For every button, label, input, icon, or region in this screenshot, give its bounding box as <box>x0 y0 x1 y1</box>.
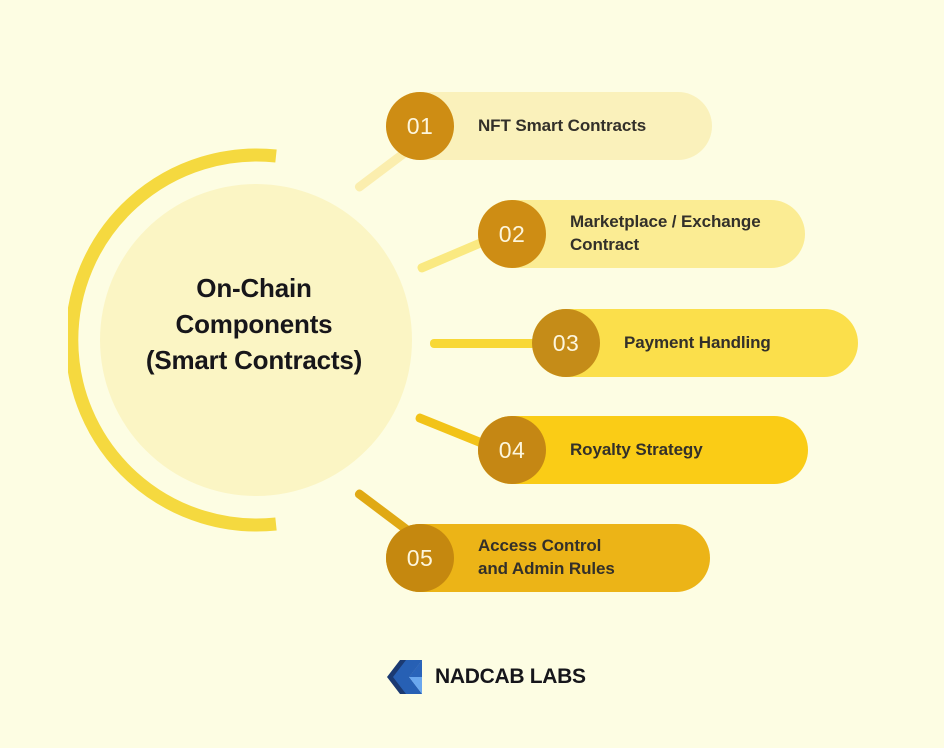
component-label-05-line-2: and Admin Rules <box>478 559 615 578</box>
component-badge-04: 04 <box>478 416 546 484</box>
component-number-04: 04 <box>498 436 526 463</box>
component-label-02-line-1: Marketplace / Exchange <box>570 212 761 232</box>
hub-arc-icon <box>68 148 277 532</box>
component-row-05[interactable]: 05 Access Control and Admin Rules <box>386 524 710 592</box>
component-label-05: Access Control and Admin Rules <box>478 535 615 580</box>
hub-title-line-3: (Smart Contracts) <box>145 344 363 375</box>
component-number-05: 05 <box>406 544 434 571</box>
connector-line-03 <box>430 339 545 348</box>
component-badge-03: 03 <box>532 309 600 377</box>
component-badge-01: 01 <box>386 92 454 160</box>
component-number-02: 02 <box>498 220 526 247</box>
component-label-05-line-1: Access Control <box>478 536 602 556</box>
central-hub: On-Chain Components (Smart Contracts) <box>68 143 436 537</box>
nadcab-chevron-logo-icon <box>387 660 422 694</box>
component-badge-02: 02 <box>478 200 546 268</box>
component-number-03: 03 <box>552 329 580 356</box>
hub-disc <box>100 184 412 496</box>
component-label-01: NFT Smart Contracts <box>478 115 646 138</box>
brand-logo: NADCAB LABS <box>386 658 586 696</box>
hub-title-line-1: On-Chain <box>196 273 312 303</box>
brand-logo-text: NADCAB LABS <box>435 665 586 688</box>
component-row-03[interactable]: 03 Payment Handling <box>532 309 858 377</box>
component-label-03-line-1: Payment Handling <box>624 332 771 352</box>
component-label-03: Payment Handling <box>624 332 771 355</box>
component-row-01[interactable]: 01 NFT Smart Contracts <box>386 92 712 160</box>
component-label-04-line-1: Royalty Strategy <box>570 439 703 459</box>
hub-title: On-Chain Components (Smart Contracts) <box>88 271 420 379</box>
component-row-02[interactable]: 02 Marketplace / Exchange Contract <box>478 200 805 268</box>
component-row-04[interactable]: 04 Royalty Strategy <box>478 416 808 484</box>
component-label-04: Royalty Strategy <box>570 439 703 462</box>
component-badge-05: 05 <box>386 524 454 592</box>
component-label-02-line-2: Contract <box>570 235 640 254</box>
hub-title-line-2: Components <box>175 308 333 339</box>
component-number-01: 01 <box>406 112 434 139</box>
component-label-01-line-1: NFT Smart Contracts <box>478 115 647 135</box>
component-label-02: Marketplace / Exchange Contract <box>570 211 761 256</box>
